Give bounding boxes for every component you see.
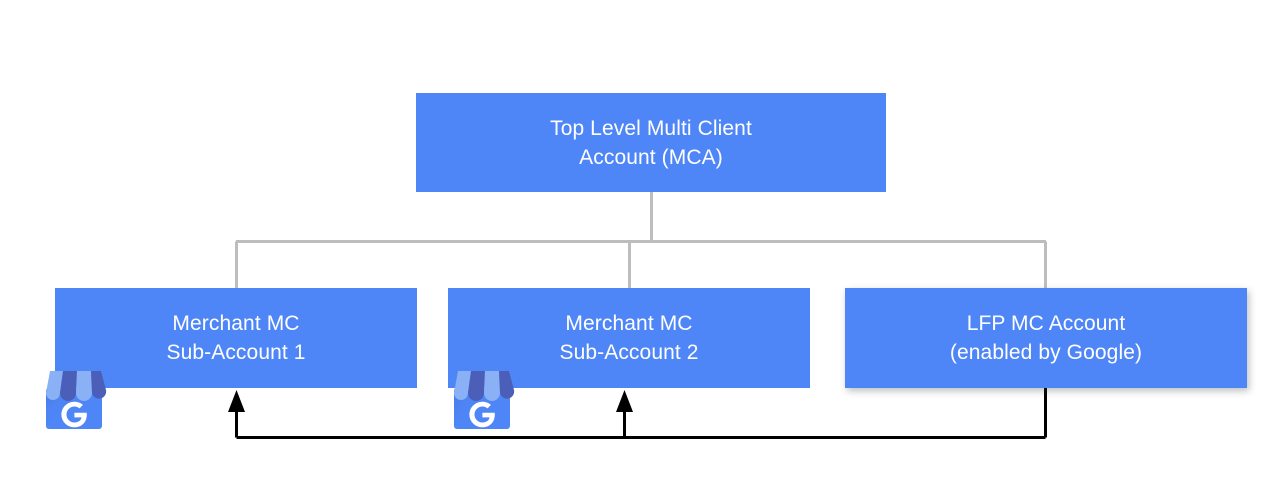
google-my-business-icon: [454, 371, 515, 429]
feed-arrowheads: [228, 390, 633, 412]
feed-connector-group: [235, 388, 1047, 439]
arrowhead-into-sub2: [616, 390, 633, 412]
node-merchant-sub-account-2-label: Merchant MC Sub-Account 2: [559, 312, 699, 364]
node-merchant-sub-account-1-label: Merchant MC Sub-Account 1: [166, 312, 306, 364]
arrowhead-into-sub1: [228, 390, 245, 412]
tree-connector-group: [235, 192, 1047, 288]
node-lfp-mc-account-label: LFP MC Account (enabled by Google): [949, 312, 1143, 364]
google-my-business-icon: [46, 371, 107, 429]
node-merchant-sub-account-1[interactable]: Merchant MC Sub-Account 1: [55, 288, 417, 388]
node-lfp-mc-account[interactable]: LFP MC Account (enabled by Google): [845, 288, 1247, 388]
node-top-level-mca-label: Top Level Multi Client Account (MCA): [550, 116, 752, 169]
node-top-level-mca[interactable]: Top Level Multi Client Account (MCA): [416, 93, 886, 192]
